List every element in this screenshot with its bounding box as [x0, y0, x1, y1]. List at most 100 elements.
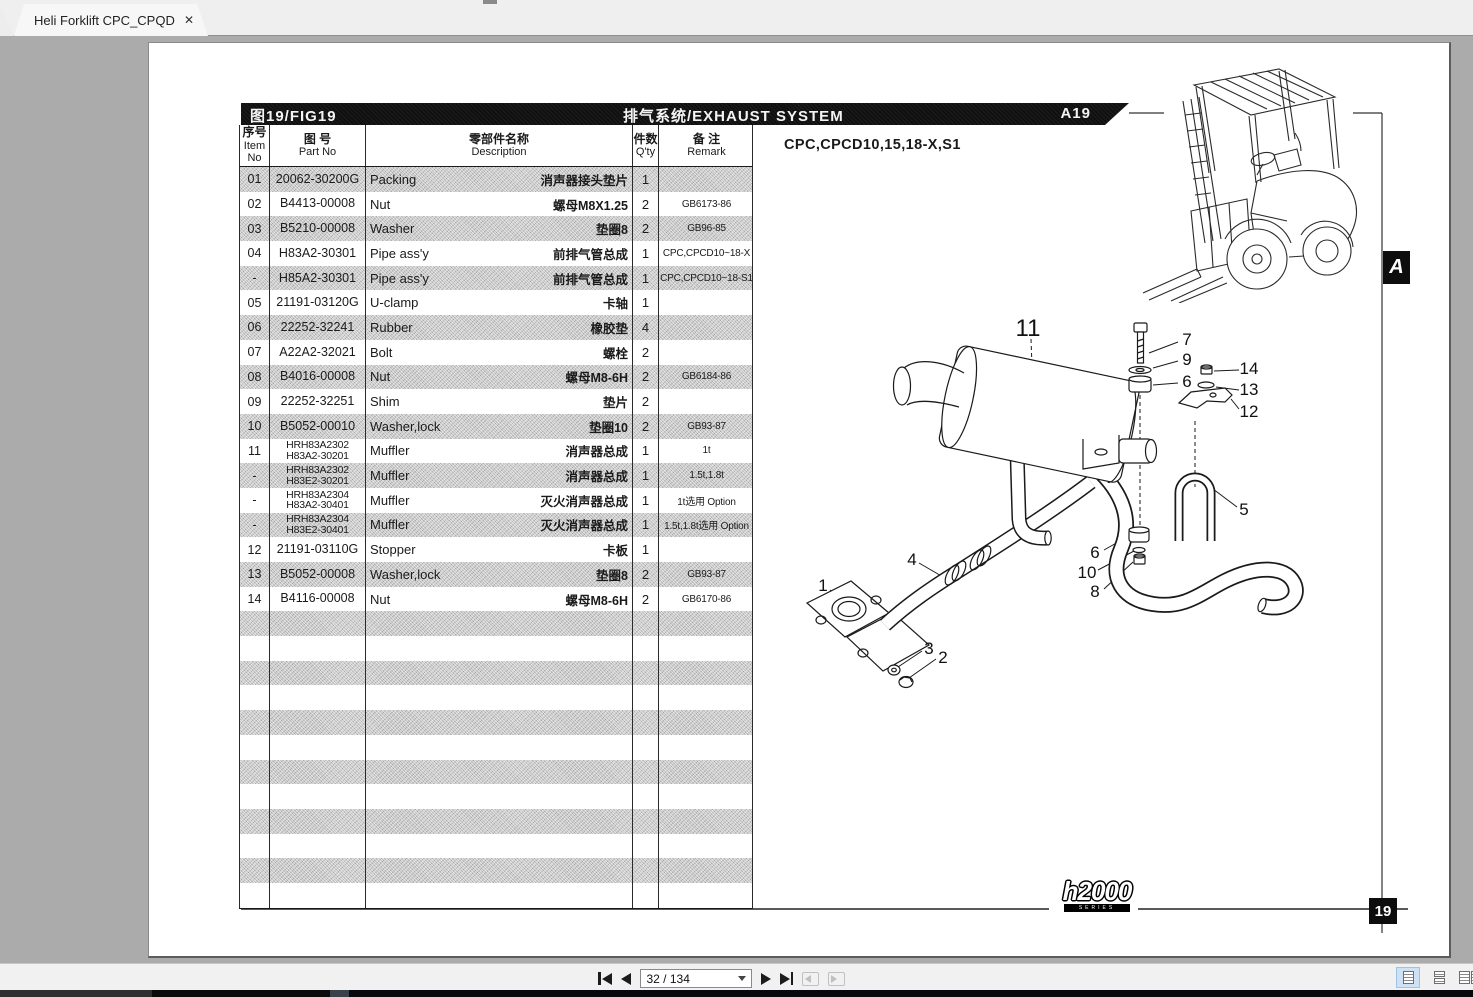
table-cell	[240, 808, 270, 834]
diagram-callout: 13	[1239, 380, 1259, 399]
single-page-view-button[interactable]	[1396, 967, 1420, 988]
table-cell	[366, 759, 633, 785]
table-row-empty	[240, 759, 754, 785]
tab-title: Heli Forklift CPC_CPQD...	[34, 12, 176, 28]
tab-close-icon[interactable]: ✕	[183, 13, 194, 27]
table-row-empty	[240, 710, 752, 735]
table-cell	[270, 685, 366, 711]
table-row-empty	[240, 611, 754, 637]
table-cell: 09	[240, 389, 270, 414]
continuous-view-button[interactable]	[1428, 968, 1450, 987]
table-cell	[240, 636, 270, 661]
model-list: CPC,CPCD10,15,18-X,S1	[784, 137, 961, 153]
table-cell	[270, 808, 366, 834]
table-cell	[633, 882, 659, 908]
table-cell	[270, 882, 366, 908]
table-cell: 1	[633, 265, 659, 291]
table-cell: 1	[633, 241, 659, 266]
table-cell	[633, 759, 659, 785]
table-cell	[270, 660, 366, 686]
table-cell	[659, 685, 754, 710]
table-cell: 2	[633, 364, 659, 390]
table-cell: B5210-00008	[270, 216, 366, 242]
chevron-down-icon[interactable]	[737, 976, 746, 981]
table-cell	[659, 760, 754, 785]
table-cell	[366, 882, 633, 908]
table-cell	[240, 685, 270, 711]
status-bar: 32 / 134	[0, 963, 1473, 990]
exhaust-diagram	[805, 322, 1304, 689]
table-cell: 1	[633, 537, 659, 562]
first-page-button[interactable]	[598, 972, 612, 985]
table-cell: CPC,CPCD10~18-S1	[660, 272, 753, 284]
table-cell	[659, 710, 754, 735]
header-qty: 件数 Q'ty	[633, 125, 659, 166]
tab-partial[interactable]	[0, 5, 14, 36]
table-cell	[659, 661, 754, 686]
previous-page-button[interactable]	[620, 972, 631, 985]
single-page-icon	[1402, 971, 1414, 984]
table-cell	[270, 759, 366, 785]
diagram-callout: 7	[1182, 330, 1192, 349]
h2000-logo-series: SERIES	[1064, 904, 1130, 912]
table-cell	[240, 784, 270, 809]
table-cell: -	[240, 487, 270, 513]
table-cell: 10	[240, 413, 270, 439]
table-cell: -	[240, 512, 270, 538]
table-cell: -	[240, 265, 270, 291]
table-cell	[270, 734, 366, 760]
table-cell: H85A2-30301	[270, 265, 366, 291]
table-cell: GB93-87	[687, 568, 726, 580]
table-cell: 21191-03120G	[270, 290, 366, 316]
table-cell	[633, 636, 659, 661]
table-cell: 1	[633, 463, 659, 488]
table-cell	[659, 290, 754, 315]
page-navigation: 32 / 134	[598, 969, 845, 988]
table-row-empty	[240, 808, 752, 834]
table-cell: B5052-00010	[270, 413, 366, 439]
diagram-callout: 11	[1015, 315, 1041, 342]
table-cell	[366, 685, 633, 711]
table-cell	[240, 882, 270, 908]
tab-heli-forklift[interactable]: Heli Forklift CPC_CPQD... ✕	[14, 4, 208, 36]
facing-view-button[interactable]	[1459, 968, 1473, 987]
table-cell: 2	[633, 389, 659, 414]
table-cell: 4	[633, 315, 659, 340]
section-tab: A	[1383, 251, 1410, 284]
table-cell: 21191-03110G	[270, 537, 366, 562]
next-page-button[interactable]	[760, 972, 771, 985]
table-row-empty	[240, 882, 752, 908]
table-cell	[270, 710, 366, 735]
diagram-callout: 8	[1090, 582, 1100, 601]
page-title: 排气系统/EXHAUST SYSTEM	[623, 108, 844, 125]
table-row-empty	[240, 858, 752, 883]
table-cell: GB93-87	[687, 420, 726, 432]
last-page-button[interactable]	[779, 972, 793, 985]
table-cell	[659, 389, 754, 414]
previous-view-button[interactable]	[802, 971, 819, 986]
table-cell: 1t	[702, 445, 711, 457]
table-row-empty	[240, 833, 752, 859]
next-page-icon	[760, 972, 771, 985]
table-cell: B4413-00008	[270, 191, 366, 217]
next-view-button[interactable]	[828, 971, 845, 986]
table-cell	[659, 611, 754, 636]
page-number-input[interactable]: 32 / 134	[639, 969, 752, 988]
table-cell: B4116-00008	[270, 586, 366, 612]
table-cell	[240, 833, 270, 859]
